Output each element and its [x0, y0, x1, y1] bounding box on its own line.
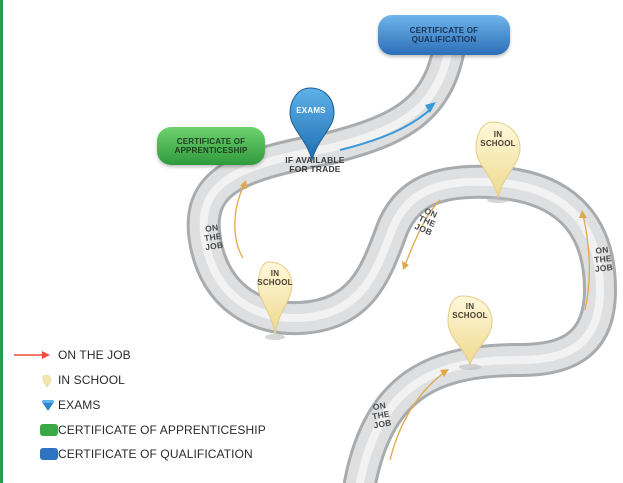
legend-item-certificate-of-qualification: CERTIFICATE OF QUALIFICATION — [12, 446, 253, 462]
legend-item-certificate-of-apprenticeship: CERTIFICATE OF APPRENTICESHIP — [12, 422, 266, 438]
in-school-pin-2-icon — [475, 121, 521, 203]
legend-item-exams: EXAMS — [12, 397, 101, 413]
legend-item-on-the-job: ON THE JOB — [12, 347, 131, 363]
legend-in-school-label: IN SCHOOL — [58, 373, 125, 387]
red-arrow-icon — [12, 347, 58, 363]
in-school-label-3: IN SCHOOL — [452, 302, 488, 320]
certificate-of-qualification-badge: CERTIFICATE OF QUALIFICATION — [378, 15, 510, 55]
in-school-label-1: IN SCHOOL — [257, 269, 293, 287]
legend-item-in-school: IN SCHOOL — [12, 372, 125, 388]
legend-certificate-of-qualification-label: CERTIFICATE OF QUALIFICATION — [58, 447, 253, 461]
job-arrow-left — [234, 184, 245, 259]
legend-exams-label: EXAMS — [58, 398, 101, 412]
job-arrowhead-bottom-icon — [440, 369, 449, 377]
job-arrowhead-left-icon — [240, 180, 247, 189]
job-arrow-right — [582, 214, 590, 311]
on-the-job-label-left: ON THE JOB — [203, 222, 224, 253]
road-center-highlight — [199, 38, 605, 483]
in-school-pin-legend-icon — [12, 372, 58, 388]
legend-on-the-job-label: ON THE JOB — [58, 348, 131, 362]
job-arrowhead-middle-icon — [402, 261, 409, 270]
legend-certificate-of-apprenticeship-label: CERTIFICATE OF APPRENTICESHIP — [58, 423, 266, 437]
green-block-icon — [12, 422, 58, 438]
job-arrow-middle — [404, 199, 441, 266]
exams-pin-icon — [289, 87, 335, 162]
in-school-label-2: IN SCHOOL — [480, 130, 516, 148]
in-school-pin-1-icon — [257, 261, 293, 340]
in-school-pin-3-icon — [447, 295, 493, 370]
on-the-job-label-right: ON THE JOB — [593, 244, 614, 274]
exams-availability-note: IF AVAILABLE FOR TRADE — [285, 155, 345, 174]
on-the-job-label-bottom: ON THE JOB — [371, 400, 393, 431]
blue-block-icon — [12, 446, 58, 462]
certificate-of-apprenticeship-badge: CERTIFICATE OF APPRENTICESHIP — [157, 127, 265, 165]
certificate-of-qualification-label: CERTIFICATE OF QUALIFICATION — [409, 26, 479, 44]
job-arrow-bottom — [389, 371, 446, 461]
certificate-of-apprenticeship-label: CERTIFICATE OF APPRENTICESHIP — [174, 137, 248, 155]
left-frame-border — [0, 0, 3, 483]
exams-pin-label: EXAMS — [296, 106, 326, 115]
exam-arrowhead-icon — [425, 102, 436, 113]
exams-pin-legend-icon — [12, 397, 58, 413]
exam-path-arrow — [339, 107, 433, 151]
job-arrowhead-right-icon — [579, 210, 587, 218]
